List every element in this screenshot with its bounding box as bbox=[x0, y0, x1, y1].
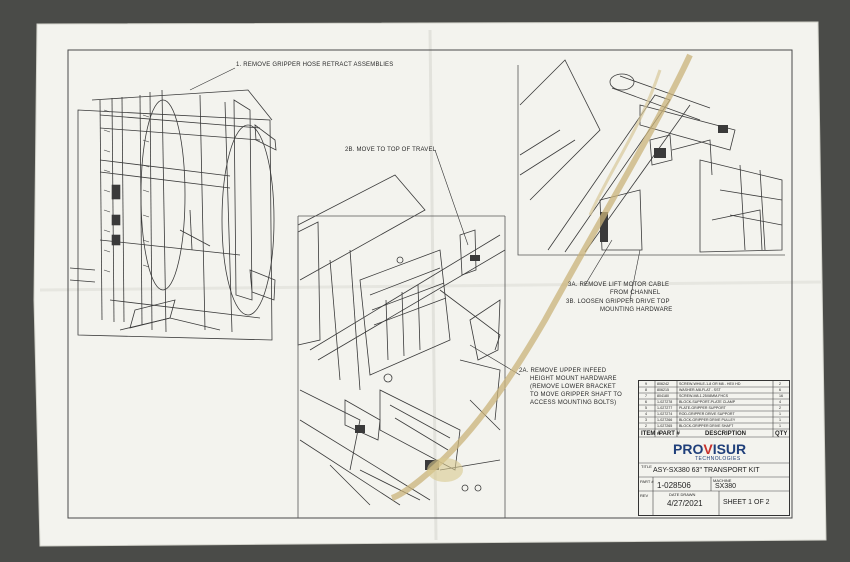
bom-cell-item: 5 bbox=[645, 406, 647, 410]
bom-cell-part: 1-027277 bbox=[657, 406, 673, 410]
note-2b: 2B. MOVE TO TOP OF TRAVEL bbox=[345, 147, 437, 153]
logo-text-left: PRO bbox=[673, 441, 704, 457]
bom-cell-qty: 1 bbox=[779, 418, 781, 422]
bom-cell-desc: BLOCK-GRIPPER DRIVE PULLEY bbox=[679, 418, 736, 422]
machine-label: MACHINE bbox=[713, 478, 732, 483]
logo-text-v: V bbox=[703, 441, 713, 457]
note-3b-line2: MOUNTING HARDWARE bbox=[600, 307, 673, 313]
bom-cell-desc: BLOCK-GRIPPER DRIVE SHAFT bbox=[679, 424, 734, 428]
date-label: DATE DRAWN bbox=[669, 492, 696, 497]
bom-cell-qty: 4 bbox=[779, 400, 781, 404]
bom-cell-qty: 1 bbox=[779, 424, 781, 428]
bom-cell-item: 4 bbox=[645, 412, 647, 416]
bom-cell-part: 1-027266 bbox=[657, 418, 673, 422]
note-2a-line4: TO MOVE GRIPPER SHAFT TO bbox=[530, 392, 623, 398]
stain bbox=[390, 53, 693, 501]
note-3a-line1: 3A. REMOVE LIFT MOTOR CABLE bbox=[568, 282, 670, 288]
view-center-assembly bbox=[297, 174, 506, 506]
bom-cell-item: 9 bbox=[645, 382, 647, 386]
bom-cell-qty: 2 bbox=[779, 406, 781, 410]
bom-cell-desc: ROD-GRIPPER DRIVE SUPPORT bbox=[679, 412, 735, 416]
bom-cell-item: 7 bbox=[645, 394, 647, 398]
drawing-title: ASY-SX380 63" TRANSPORT KIT bbox=[653, 467, 760, 474]
bom-header-desc: DESCRIPTION bbox=[705, 431, 747, 437]
provisur-logo: PROVISUR bbox=[673, 441, 746, 457]
bom-header-item: ITEM # bbox=[641, 431, 661, 437]
title-block-grid bbox=[639, 381, 789, 515]
date-value: 4/27/2021 bbox=[667, 499, 703, 508]
note-3a-line2: FROM CHANNEL bbox=[610, 290, 661, 296]
sheet-number: SHEET 1 OF 2 bbox=[723, 499, 770, 506]
bom-cell-desc: WASHER-M8-FLAT - SST bbox=[679, 388, 721, 392]
rev-label: REV bbox=[640, 493, 649, 498]
bom-cell-part: 1-027265 bbox=[657, 424, 673, 428]
note-1: 1. REMOVE GRIPPER HOSE RETRACT ASSEMBLIE… bbox=[236, 62, 394, 68]
bom-cell-qty: 1 bbox=[779, 412, 781, 416]
bom-cell-part: 806242 bbox=[657, 382, 669, 386]
bom-cell-item: 3 bbox=[645, 418, 647, 422]
bom-cell-desc: BLOCK-SUPPORT-PLATE CLAMP bbox=[679, 400, 736, 404]
note-2a-line1: 2A. REMOVE UPPER INFEED bbox=[519, 368, 607, 374]
title-label: TITLE bbox=[641, 464, 652, 469]
title-block: 9 806242 SCREW-WHILE-1-8 OR M8 - HEX HD 2 8 8… bbox=[638, 380, 790, 516]
note-2a-line2: HEIGHT MOUNT HARDWARE bbox=[530, 376, 617, 382]
bom-cell-qty: 16 bbox=[779, 394, 783, 398]
bom-cell-desc: SCREW-WHILE-1-8 OR M8 - HEX HD bbox=[679, 382, 741, 386]
note-2a-line5: ACCESS MOUNTING BOLTS) bbox=[530, 400, 617, 406]
bom-cell-part: 1-027278 bbox=[657, 400, 673, 404]
note-3b-line1: 3B. LOOSEN GRIPPER DRIVE TOP bbox=[566, 299, 670, 305]
note-2a-line3: (REMOVE LOWER BRACKET bbox=[530, 384, 616, 390]
logo-subtitle: TECHNOLOGIES bbox=[695, 456, 741, 462]
bom-header-part: PART # bbox=[659, 431, 680, 437]
bom-cell-item: 8 bbox=[645, 388, 647, 392]
drawing-border bbox=[67, 49, 793, 519]
bom-cell-item: 6 bbox=[645, 400, 647, 404]
view-right-assembly bbox=[519, 59, 783, 253]
bom-cell-desc: SCREW-M8-1.25X8MM-FHCS bbox=[679, 394, 729, 398]
bom-cell-qty: 2 bbox=[779, 382, 781, 386]
view-left-assembly bbox=[69, 89, 277, 341]
bom-cell-part: 804180 bbox=[657, 394, 669, 398]
bom-cell-item: 2 bbox=[645, 424, 647, 428]
bom-cell-part: 1-027274 bbox=[657, 412, 673, 416]
bom-cell-qty: 6 bbox=[779, 388, 781, 392]
part-label: PART # bbox=[640, 479, 654, 484]
logo-text-right: ISUR bbox=[712, 441, 747, 457]
bom-header-qty: QTY bbox=[775, 431, 788, 437]
part-number: 1-028506 bbox=[657, 481, 691, 490]
bom-cell-desc: PLATE-GRIPPER SUPPORT bbox=[679, 406, 726, 410]
paper-sheet bbox=[33, 21, 827, 547]
bom-cell-part: 806215 bbox=[657, 388, 669, 392]
machine-value: SX380 bbox=[715, 483, 737, 490]
